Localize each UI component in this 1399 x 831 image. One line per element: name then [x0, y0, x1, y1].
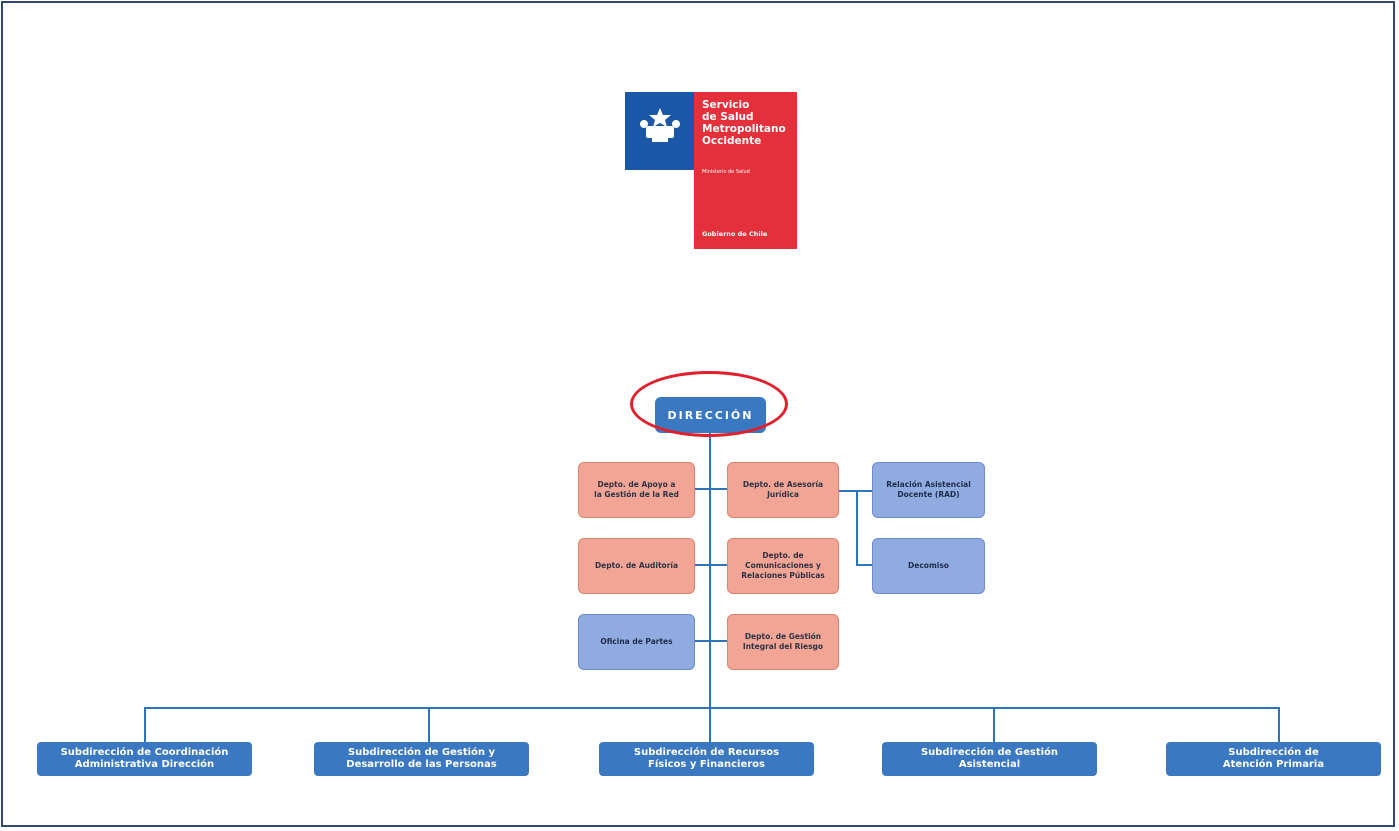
connector-sub-5: [1278, 707, 1280, 742]
oficina-de-partes: Oficina de Partes: [578, 614, 695, 670]
connector-bottom-bar: [144, 707, 1280, 709]
connector-sub-3: [709, 707, 711, 742]
connector-left-2: [695, 564, 709, 566]
connector-left-1: [695, 488, 709, 490]
depto-apoyo-gestion-red: Depto. de Apoyo a la Gestión de la Red: [578, 462, 695, 518]
logo-ministry: Ministerio de Salud: [702, 169, 750, 175]
connector-right-2: [711, 564, 727, 566]
connector-sub-1: [144, 707, 146, 742]
subdireccion-gestion-personas: Subdirección de Gestión y Desarrollo de …: [314, 742, 529, 776]
connector-legal-v: [856, 490, 858, 566]
subdireccion-atencion-primaria: Subdirección de Atención Primaria: [1166, 742, 1381, 776]
relacion-asistencial-docente: Relación Asistencial Docente (RAD): [872, 462, 985, 518]
depto-comunicaciones: Depto. de Comunicaciones y Relaciones Pú…: [727, 538, 839, 594]
logo-white-field: [625, 170, 694, 249]
connector-legal-h: [839, 490, 872, 492]
coat-of-arms-icon: [640, 108, 680, 142]
depto-gestion-riesgo: Depto. de Gestión Integral del Riesgo: [727, 614, 839, 670]
subdireccion-recursos: Subdirección de Recursos Físicos y Finan…: [599, 742, 814, 776]
ssmoc-logo: Servicio de Salud Metropolitano Occident…: [625, 92, 797, 249]
connector-legal-h2: [856, 564, 872, 566]
decomiso: Decomiso: [872, 538, 985, 594]
logo-left-panel: [625, 92, 694, 249]
connector-sub-4: [993, 707, 995, 742]
connector-trunk: [709, 433, 711, 709]
subdireccion-gestion-asistencial: Subdirección de Gestión Asistencial: [882, 742, 1097, 776]
depto-asesoria-juridica: Depto. de Asesoría Jurídica: [727, 462, 839, 518]
logo-government: Gobierno de Chile: [702, 230, 768, 238]
logo-red-panel: Servicio de Salud Metropolitano Occident…: [694, 92, 797, 249]
logo-title: Servicio de Salud Metropolitano Occident…: [702, 99, 786, 147]
connector-left-3: [695, 640, 709, 642]
connector-right-3: [711, 640, 727, 642]
logo-blue-field: [625, 92, 694, 170]
connector-right-1: [711, 488, 727, 490]
highlight-ellipse: [630, 371, 788, 437]
depto-auditoria: Depto. de Auditoría: [578, 538, 695, 594]
connector-sub-2: [428, 707, 430, 742]
subdireccion-coordinacion: Subdirección de Coordinación Administrat…: [37, 742, 252, 776]
